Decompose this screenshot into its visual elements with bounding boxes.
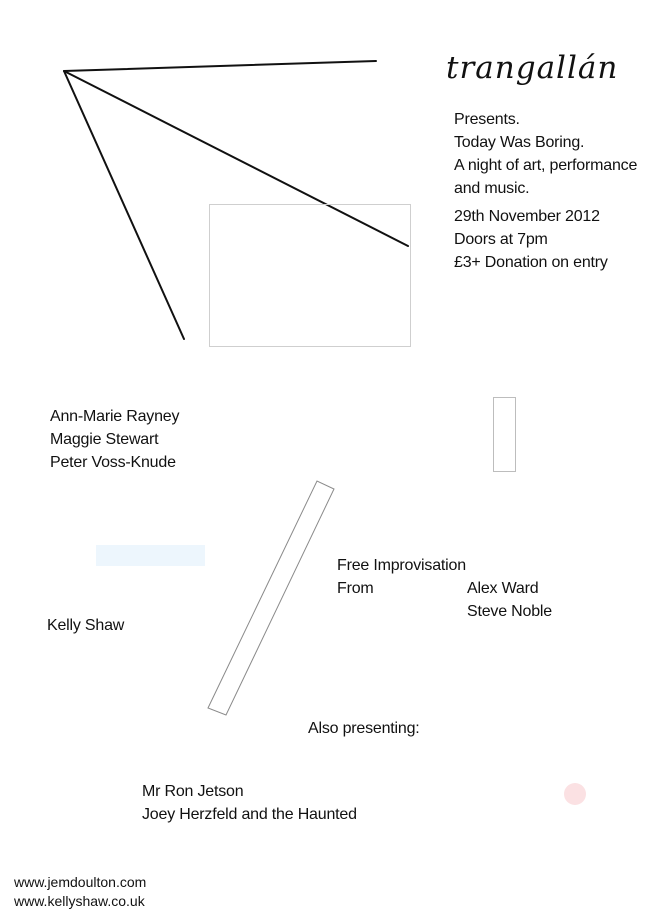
intro-line: and music. (454, 180, 530, 197)
improv-label-line1: Free Improvisation (337, 557, 466, 574)
also-presenting-acts: Mr Ron Jetson Joey Herzfeld and the Haun… (142, 780, 357, 826)
artist-name: Ann-Marie Rayney (50, 408, 180, 425)
footer-links: www.jemdoulton.com www.kellyshaw.co.uk (14, 873, 146, 911)
intro-line: Presents. (454, 111, 520, 128)
improv-label: Free Improvisation From (337, 554, 466, 600)
outline-rectangle (209, 204, 411, 347)
act-name: Mr Ron Jetson (142, 783, 244, 800)
trangallan-logo: trangallán (446, 50, 619, 86)
intro-line: Today Was Boring. (454, 134, 585, 151)
artist-name: Maggie Stewart (50, 431, 159, 448)
act-name: Joey Herzfeld and the Haunted (142, 806, 357, 823)
event-details: 29th November 2012 Doors at 7pm £3+ Dona… (454, 205, 608, 274)
artist-list: Ann-Marie Rayney Maggie Stewart Peter Vo… (50, 405, 180, 474)
intro-line: A night of art, performance (454, 157, 638, 174)
improv-label-line2: From (337, 580, 374, 597)
tilted-bar-outline (207, 480, 335, 716)
line-steep (63, 70, 185, 340)
light-blue-block (96, 545, 205, 566)
event-date: 29th November 2012 (454, 208, 600, 225)
line-diagonal (63, 70, 409, 247)
event-price: £3+ Donation on entry (454, 254, 608, 271)
performer-name: Alex Ward (467, 580, 539, 597)
artist-name: Peter Voss-Knude (50, 454, 176, 471)
pink-dot (564, 783, 586, 805)
intro-block: Presents. Today Was Boring. A night of a… (454, 108, 637, 200)
website-link[interactable]: www.jemdoulton.com (14, 874, 147, 890)
solo-artist: Kelly Shaw (47, 617, 125, 634)
vertical-bar-outline (493, 397, 516, 472)
event-doors: Doors at 7pm (454, 231, 548, 248)
website-link[interactable]: www.kellyshaw.co.uk (14, 893, 145, 909)
also-presenting-heading: Also presenting: (308, 720, 420, 737)
performer-name: Steve Noble (467, 603, 552, 620)
improv-performers: Alex Ward Steve Noble (467, 577, 552, 623)
line-top (63, 60, 377, 72)
